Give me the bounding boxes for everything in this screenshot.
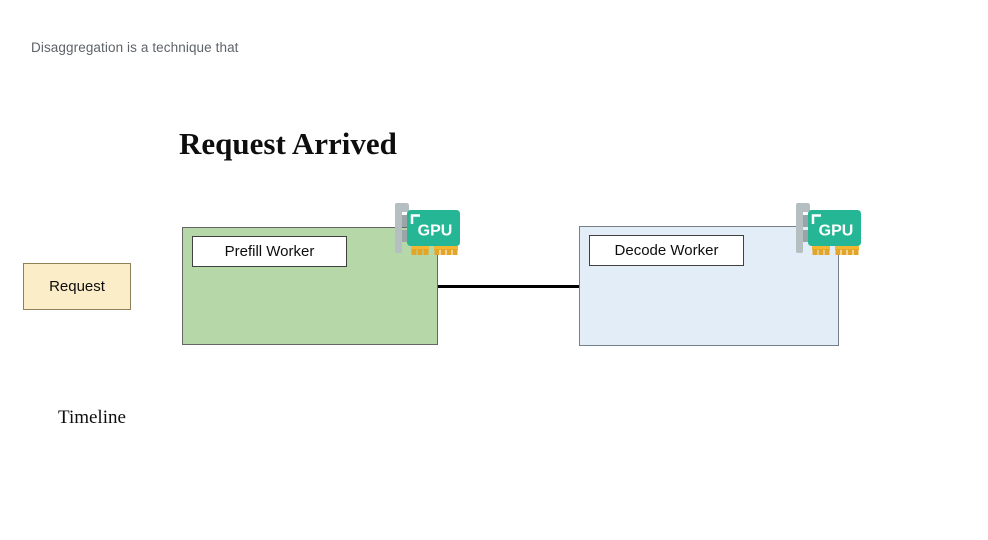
slide-title: Request Arrived [179, 126, 397, 161]
decode-worker-label-text: Decode Worker [614, 242, 719, 259]
decode-worker-box: Decode Worker [579, 226, 839, 346]
gpu-icon: GPU [392, 199, 460, 257]
request-label: Request [49, 278, 105, 295]
gpu-icon-label: GPU [418, 223, 453, 240]
timeline-label: Timeline [58, 407, 126, 428]
gpu-icon: GPU [793, 199, 861, 257]
request-box: Request [23, 263, 131, 310]
connector-line [438, 285, 579, 288]
decode-worker-label: Decode Worker [589, 235, 744, 266]
caption-text: Disaggregation is a technique that [31, 40, 239, 55]
prefill-worker-label-text: Prefill Worker [224, 243, 315, 260]
gpu-card-icon: GPU [796, 203, 861, 255]
gpu-card-icon: GPU [395, 203, 460, 255]
gpu-icon-label: GPU [819, 223, 854, 240]
prefill-worker-label: Prefill Worker [192, 236, 347, 267]
